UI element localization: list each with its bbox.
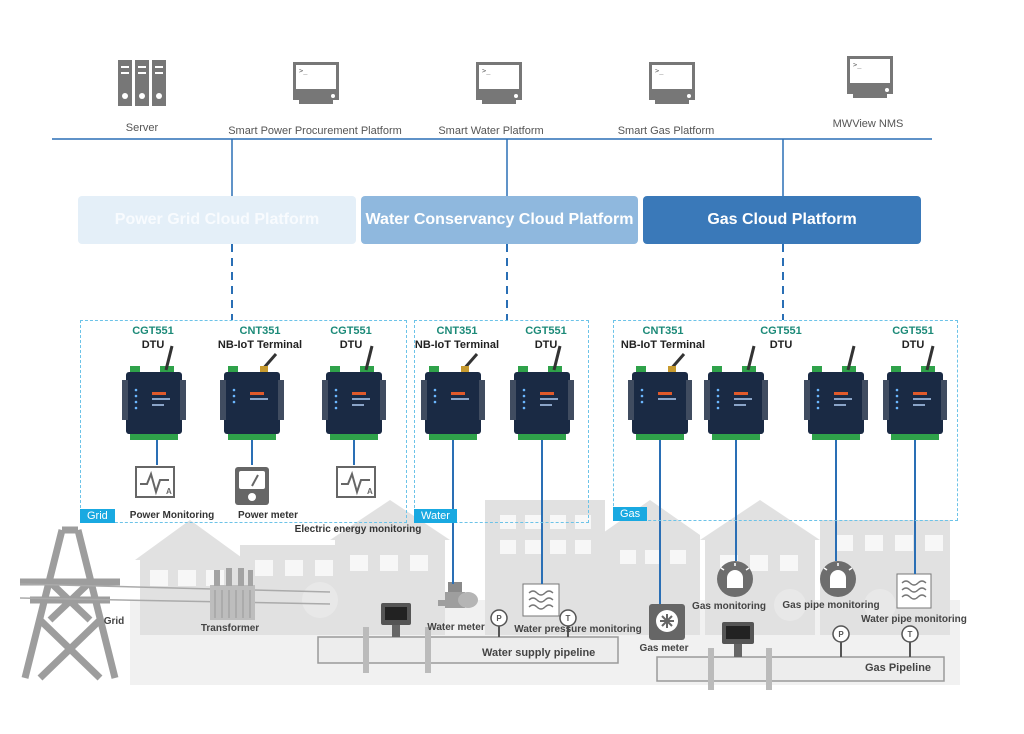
monitor-icon: >_ xyxy=(476,62,522,104)
top-node-label: Server xyxy=(125,122,159,134)
device-model: CGT551 xyxy=(330,325,372,337)
device-model: CNT351 xyxy=(239,325,281,337)
svg-text:T: T xyxy=(566,614,571,623)
monitor-icon: >_ xyxy=(649,62,695,104)
water-region: Water xyxy=(414,320,589,523)
device-type: DTU xyxy=(534,339,558,351)
water-meter-label: Water meter xyxy=(427,622,485,633)
device-model: CGT551 xyxy=(132,325,174,337)
region-tag: Grid xyxy=(80,509,115,523)
device-type: DTU xyxy=(339,339,363,351)
svg-text:A: A xyxy=(166,487,172,496)
power-meter-device[interactable] xyxy=(234,466,270,511)
gas-meter-label: Gas meter xyxy=(639,643,689,654)
nbiot-device-1 xyxy=(218,352,286,442)
top-node-label: Smart Gas Platform xyxy=(617,125,715,137)
water-pipe-monitoring-label: Water pipe monitoring xyxy=(861,614,967,625)
nbiot-device-3 xyxy=(626,352,694,442)
water-pressure-monitoring-label: Water pressure monitoring xyxy=(514,624,642,635)
svg-text:P: P xyxy=(838,630,844,639)
top-node-label: MWView NMS xyxy=(832,118,904,130)
device-type: DTU xyxy=(901,339,925,351)
platform-label: Water Conservancy Cloud Platform xyxy=(365,211,634,228)
svg-text:P: P xyxy=(496,614,502,623)
svg-text:A: A xyxy=(367,487,373,496)
dtu-device-5 xyxy=(802,344,870,442)
water-supply-pipeline-label: Water supply pipeline xyxy=(482,647,596,659)
device-type: NB-IoT Terminal xyxy=(414,339,500,351)
energy-monitor-icon: A xyxy=(135,466,175,498)
dtu-device-4 xyxy=(702,344,770,442)
device-model: CGT551 xyxy=(760,325,802,337)
region-tag: Water xyxy=(414,509,457,523)
device-label: Power meter xyxy=(237,510,299,521)
gas-monitoring-label: Gas monitoring xyxy=(692,601,766,612)
top-node-label: Smart Power Procurement Platform xyxy=(228,125,402,137)
device-type: NB-IoT Terminal xyxy=(620,339,706,351)
gas-alarm-icon xyxy=(717,561,856,597)
device-model: CGT551 xyxy=(892,325,934,337)
device-label: Power Monitoring xyxy=(129,510,215,521)
grid-region: Grid xyxy=(80,320,407,523)
mwview-nms-node[interactable]: >_ xyxy=(845,54,895,105)
transformer-icon xyxy=(210,568,255,620)
gas-pipeline-label: Gas Pipeline xyxy=(865,662,932,674)
svg-text:>_: >_ xyxy=(853,61,862,69)
device-model: CNT351 xyxy=(642,325,684,337)
gas-region: Gas xyxy=(613,320,958,521)
device-type: DTU xyxy=(769,339,793,351)
gas-meter-icon xyxy=(649,604,685,640)
device-model: CNT351 xyxy=(436,325,478,337)
gas-pipe xyxy=(656,656,945,682)
nbiot-device-2 xyxy=(419,352,487,442)
server-icon xyxy=(118,60,166,106)
smart-gas-platform-node[interactable]: >_ xyxy=(647,60,697,111)
platform-label: Power Grid Cloud Platform xyxy=(114,211,320,228)
dtu-device-6 xyxy=(881,344,949,442)
gas-pipe-monitoring-label: Gas pipe monitoring xyxy=(782,600,880,611)
water-conservancy-cloud-platform[interactable]: Water Conservancy Cloud Platform xyxy=(361,196,638,244)
power-grid-cloud-platform[interactable]: Power Grid Cloud Platform xyxy=(78,196,356,244)
electric-energy-monitoring-device[interactable]: A xyxy=(336,466,376,507)
power-meter-icon xyxy=(235,467,269,505)
dtu-device-2 xyxy=(320,344,388,442)
dtu-device-3 xyxy=(508,344,576,442)
water-meter-icon xyxy=(438,582,478,608)
device-model: CGT551 xyxy=(525,325,567,337)
gas-cloud-platform[interactable]: Gas Cloud Platform xyxy=(643,196,921,244)
svg-text:>_: >_ xyxy=(482,67,491,75)
flow-meter-icon xyxy=(381,603,754,657)
device-type: DTU xyxy=(141,339,165,351)
top-node-label: Smart Water Platform xyxy=(438,125,544,137)
water-wave-icon xyxy=(522,573,932,617)
svg-text:>_: >_ xyxy=(655,67,664,75)
platform-label: Gas Cloud Platform xyxy=(707,211,857,228)
smart-power-platform-node[interactable]: >_ xyxy=(291,60,341,111)
smart-water-platform-node[interactable]: >_ xyxy=(474,60,524,111)
device-type: NB-IoT Terminal xyxy=(217,339,303,351)
server-node[interactable] xyxy=(116,58,168,108)
energy-monitor-icon: A xyxy=(336,466,376,498)
device-label: Electric energy monitoring xyxy=(294,524,422,535)
dtu-device-1 xyxy=(120,344,188,442)
monitor-icon: >_ xyxy=(847,56,893,98)
svg-text:T: T xyxy=(908,630,913,639)
transformer-label: Transformer xyxy=(200,623,260,634)
monitor-icon: >_ xyxy=(293,62,339,104)
region-tag: Gas xyxy=(613,507,648,521)
svg-text:>_: >_ xyxy=(299,67,308,75)
power-monitoring-device[interactable]: A xyxy=(135,466,175,507)
grid-label: Grid xyxy=(103,616,125,627)
